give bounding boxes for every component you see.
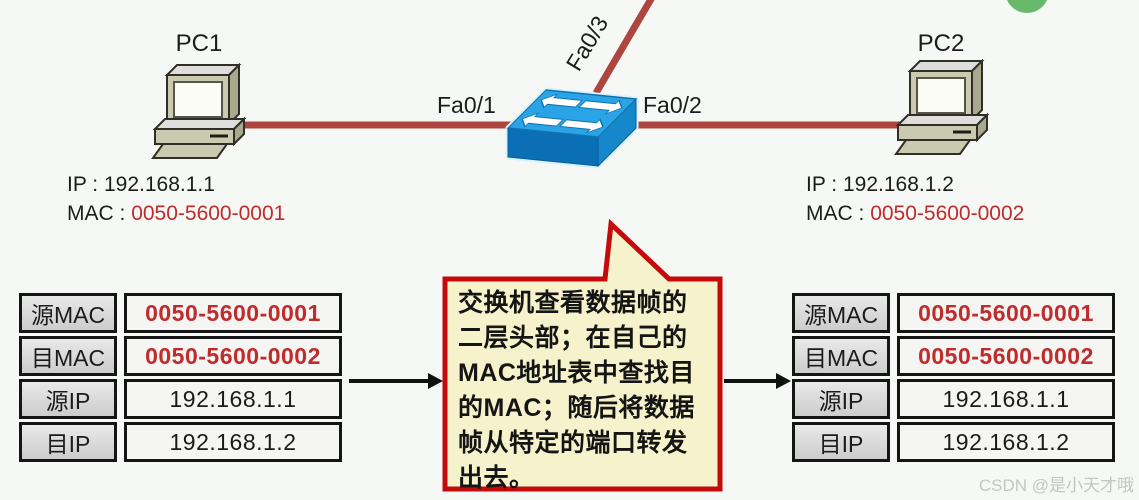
port-label-fa0-2: Fa0/2: [643, 92, 702, 118]
table-row: 目IP 192.168.1.2: [19, 422, 342, 462]
pc2-ip-row: IP : 192.168.1.2: [806, 170, 1024, 199]
link-switch-fa03: [592, 0, 655, 95]
port-label-fa0-1: Fa0/1: [437, 92, 496, 118]
table-row: 源MAC 0050-5600-0001: [19, 293, 342, 333]
dst-mac-label: 目MAC: [792, 336, 890, 376]
pc2-address-block: IP : 192.168.1.2 MAC : 0050-5600-0002: [806, 170, 1024, 228]
callout-line: 二层头部；在自己的: [458, 324, 688, 352]
table-row: 目IP 192.168.1.2: [792, 422, 1115, 462]
src-mac-label: 源MAC: [19, 293, 117, 333]
pc2-ip-label: IP :: [806, 173, 838, 196]
switch-icon: [505, 87, 639, 169]
table-row: 目MAC 0050-5600-0002: [792, 336, 1115, 376]
pc1-ip-value: 192.168.1.1: [103, 173, 215, 196]
green-dot: [1006, 0, 1048, 13]
src-ip-value: 192.168.1.1: [124, 379, 342, 419]
table-row: 源MAC 0050-5600-0001: [792, 293, 1115, 333]
watermark: CSDN @是小天才哦: [978, 476, 1134, 495]
pc2-icon: [894, 59, 989, 156]
arrow-table-to-callout: [349, 373, 443, 389]
src-ip-label: 源IP: [792, 379, 890, 419]
dst-ip-value: 192.168.1.2: [897, 422, 1115, 462]
src-ip-label: 源IP: [19, 379, 117, 419]
arrow-callout-to-table: [724, 373, 791, 389]
pc1-mac-row: MAC : 0050-5600-0001: [67, 199, 285, 228]
pc1-icon: [151, 63, 246, 160]
src-mac-label: 源MAC: [792, 293, 890, 333]
dst-mac-label: 目MAC: [19, 336, 117, 376]
dst-ip-value: 192.168.1.2: [124, 422, 342, 462]
callout-line: 交换机查看数据帧的: [458, 289, 688, 317]
callout-bubble: [442, 218, 723, 492]
dst-mac-value: 0050-5600-0002: [124, 336, 342, 376]
src-mac-value: 0050-5600-0001: [897, 293, 1115, 333]
pc2-mac-row: MAC : 0050-5600-0002: [806, 199, 1024, 228]
pc1-mac-label: MAC :: [67, 202, 126, 225]
table-row: 源IP 192.168.1.1: [19, 379, 342, 419]
dst-ip-label: 目IP: [19, 422, 117, 462]
pc1-ip-row: IP : 192.168.1.1: [67, 170, 285, 199]
pc2-ip-value: 192.168.1.2: [842, 173, 954, 196]
dst-ip-label: 目IP: [792, 422, 890, 462]
pc1-ip-label: IP :: [67, 173, 99, 196]
table-row: 目MAC 0050-5600-0002: [19, 336, 342, 376]
pc1-mac-value: 0050-5600-0001: [131, 202, 286, 225]
callout-line: MAC地址表中查找目: [458, 359, 695, 387]
pc2-mac-value: 0050-5600-0002: [870, 202, 1025, 225]
dst-mac-value: 0050-5600-0002: [897, 336, 1115, 376]
callout-explanation: 交换机查看数据帧的 二层头部；在自己的 MAC地址表中查找目 的MAC；随后将数…: [458, 286, 720, 496]
callout-line: 帧从特定的端口转发: [458, 429, 688, 457]
pc1-address-block: IP : 192.168.1.1 MAC : 0050-5600-0001: [67, 170, 285, 228]
table-row: 源IP 192.168.1.1: [792, 379, 1115, 419]
pc2-label: PC2: [917, 30, 965, 57]
src-mac-value: 0050-5600-0001: [124, 293, 342, 333]
callout-line: 出去。: [458, 464, 535, 492]
frame-table-right: 源MAC 0050-5600-0001 目MAC 0050-5600-0002 …: [792, 293, 1115, 462]
pc2-mac-label: MAC :: [806, 202, 865, 225]
callout-line: 的MAC；随后将数据: [458, 394, 695, 422]
pc1-label: PC1: [175, 30, 223, 57]
frame-table-left: 源MAC 0050-5600-0001 目MAC 0050-5600-0002 …: [19, 293, 342, 462]
src-ip-value: 192.168.1.1: [897, 379, 1115, 419]
